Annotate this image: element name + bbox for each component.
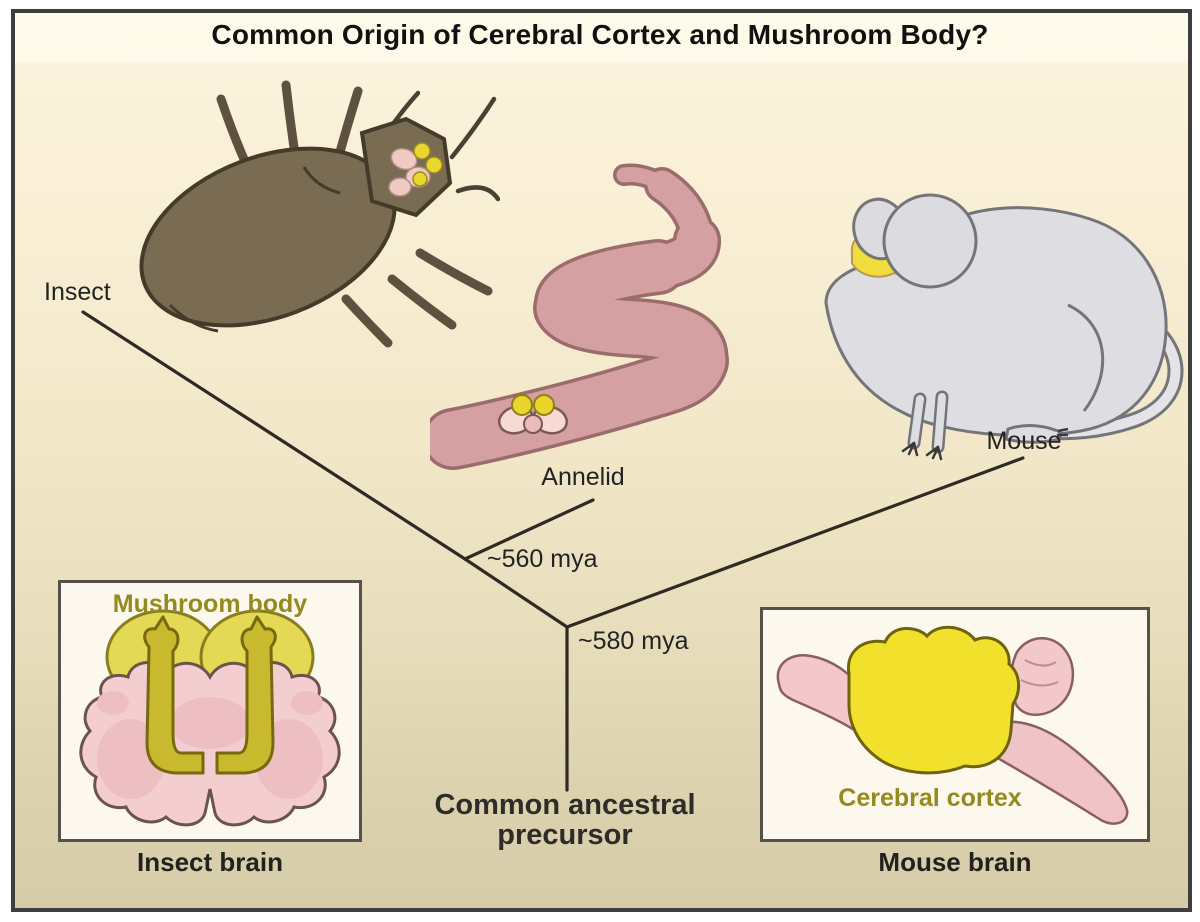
- mushroom-body-structure: [143, 615, 277, 775]
- mouse-label: Mouse: [986, 427, 1062, 455]
- mouse-haunch-line: [1067, 303, 1105, 412]
- mouse-hind-foot: [1004, 424, 1069, 444]
- mushroom-body-label: Mushroom body: [112, 590, 308, 618]
- insect-segment-lines: [168, 166, 341, 333]
- insect-brain-inset: Mushroom body: [58, 580, 362, 842]
- cerebral-cortex-shape: [847, 625, 1020, 775]
- insect-brain-caption: Insect brain: [137, 847, 283, 877]
- tree-branch-protostome: [463, 557, 569, 629]
- annelid-label: Annelid: [541, 463, 625, 491]
- insect-illustration: [139, 80, 500, 348]
- mouse-front-legs: [901, 390, 949, 461]
- brainstem-shape: [985, 720, 1129, 825]
- mouse-ears: [852, 193, 978, 289]
- insect-legs: [216, 80, 493, 348]
- insect-label: Insect: [44, 278, 111, 306]
- annelid-illustration: [430, 163, 729, 470]
- figure-title: Common Origin of Cerebral Cortex and Mus…: [211, 19, 989, 50]
- cerebral-cortex-label: Cerebral cortex: [838, 784, 1022, 812]
- tree-branch-annelid: [463, 498, 595, 561]
- common-ancestor-line2: precursor: [497, 818, 633, 851]
- divergence-560-label: ~560 mya: [487, 545, 598, 573]
- insect-head-brain: [388, 142, 443, 197]
- tree-branch-insect: [81, 310, 467, 561]
- common-ancestor-line1: Common ancestral: [434, 789, 696, 821]
- common-ancestor-label: Common ancestral precursor: [415, 789, 715, 851]
- mouse-brain-inset: Cerebral cortex: [760, 607, 1150, 842]
- divergence-580-label: ~580 mya: [578, 627, 689, 655]
- mouse-illustration: [824, 193, 1184, 461]
- tree-branch-mouse: [565, 456, 1025, 629]
- cerebellum-shape: [1009, 637, 1074, 716]
- annelid-body: [430, 167, 726, 467]
- mouse-brain-illustration: [776, 625, 1129, 825]
- insect-brain-illustration: [79, 609, 341, 827]
- mouse-brain-caption: Mouse brain: [878, 847, 1032, 877]
- annelid-head-brain: [497, 394, 569, 435]
